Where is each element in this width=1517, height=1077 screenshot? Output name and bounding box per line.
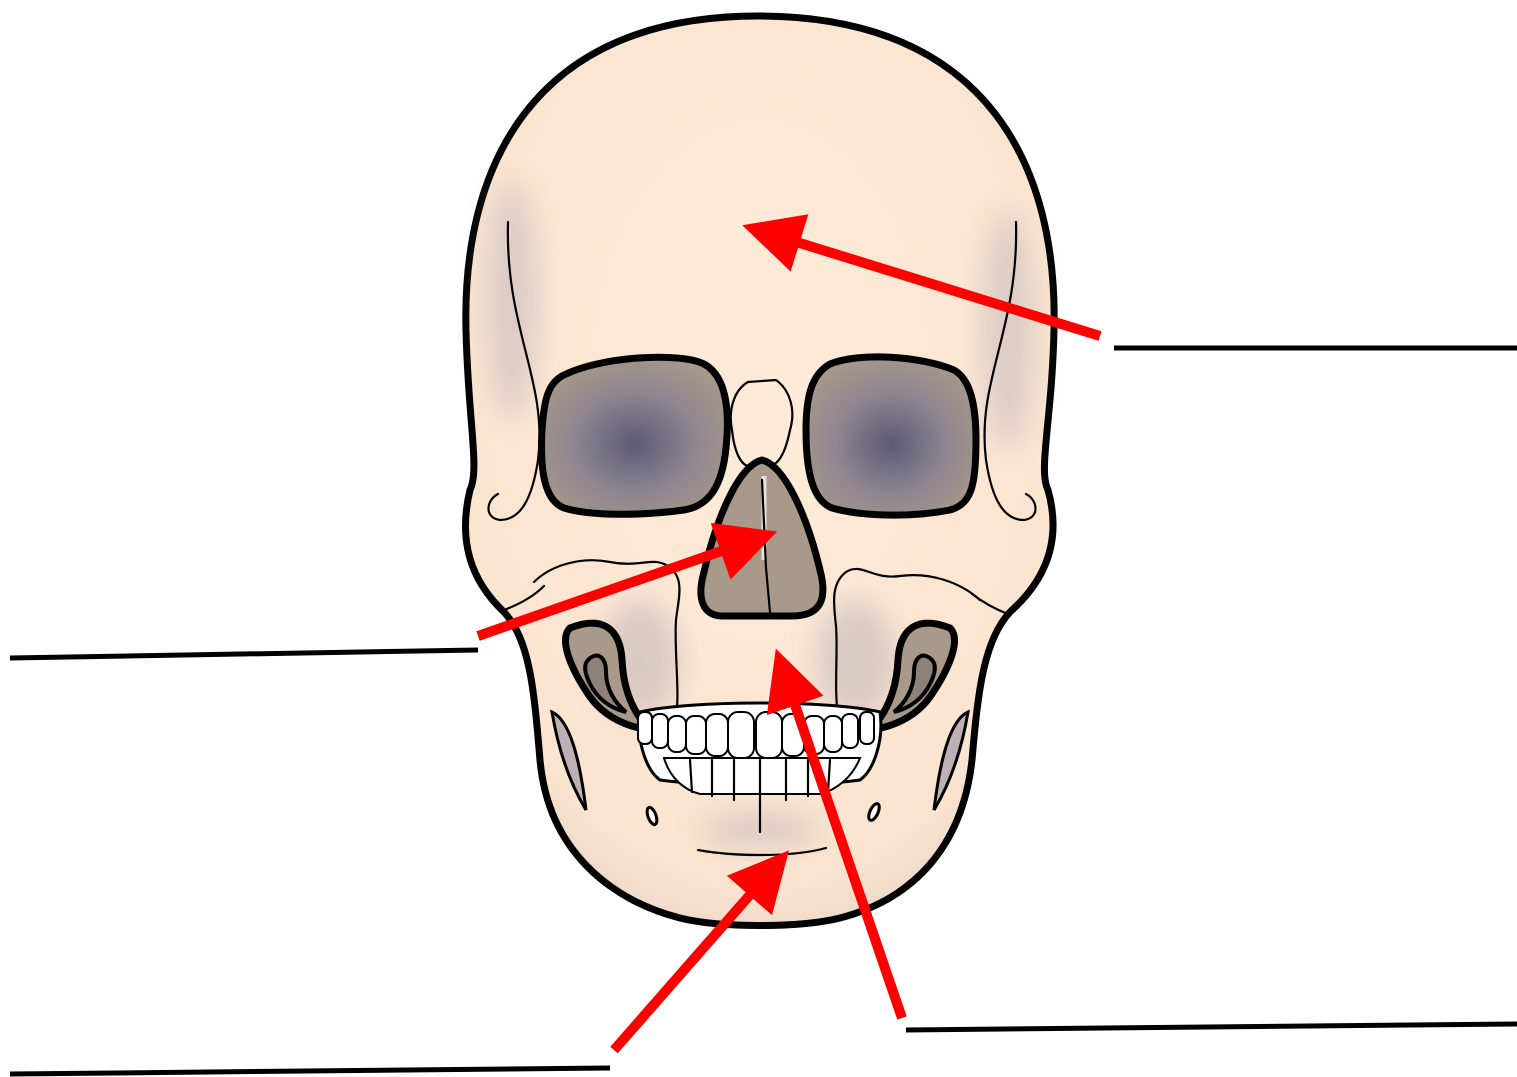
answer-line-mandible[interactable] [10,1068,610,1074]
tooth [652,714,668,748]
answer-line-nasal-cavity[interactable] [10,650,478,658]
tooth [686,716,706,754]
tooth [860,712,874,744]
tooth [728,712,754,758]
temple-shadow-right [982,210,1034,450]
eye-socket-left [542,357,728,514]
temple-shadow-left [486,180,538,420]
tooth [638,712,652,744]
answer-line-maxilla[interactable] [906,1024,1517,1030]
tooth [706,714,728,756]
jaw-shadow-right [816,600,896,720]
skull [465,16,1054,926]
tooth [668,716,686,752]
tooth [756,712,782,758]
eye-socket-right [806,357,976,515]
tooth [842,714,858,748]
tooth [824,716,842,752]
